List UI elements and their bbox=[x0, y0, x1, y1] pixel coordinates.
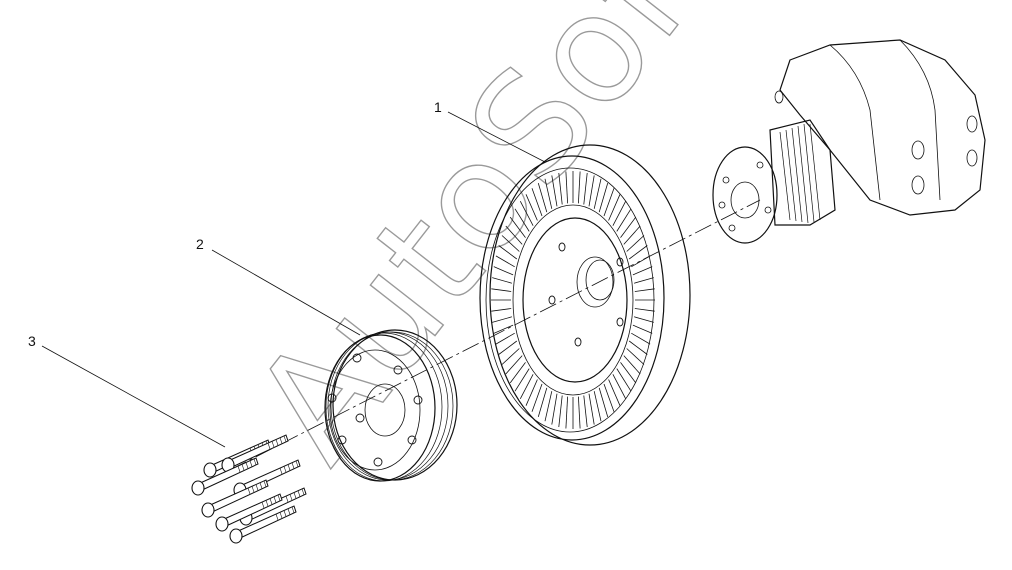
damper-fin bbox=[628, 340, 648, 355]
damper-fin bbox=[505, 355, 523, 375]
damper-fin bbox=[632, 266, 653, 276]
damper-fin bbox=[531, 383, 543, 412]
damper-fin bbox=[495, 332, 515, 345]
watermark: AutoSoft bbox=[221, 0, 756, 493]
bolt-icon bbox=[191, 434, 307, 544]
bolt bbox=[229, 505, 297, 544]
callout-label-2: 2 bbox=[196, 236, 204, 252]
damper-fin bbox=[525, 379, 538, 406]
damper-fin bbox=[537, 182, 548, 213]
damper-fin bbox=[603, 188, 615, 217]
damper-fin bbox=[593, 391, 602, 422]
damper-fin bbox=[628, 245, 648, 260]
damper-fin bbox=[603, 383, 615, 412]
damper-fin bbox=[583, 172, 588, 205]
damper-fin bbox=[491, 288, 512, 292]
damper-fin bbox=[537, 387, 548, 418]
damper-fin bbox=[514, 208, 530, 232]
damper-fin bbox=[495, 255, 515, 268]
damper-fin bbox=[492, 316, 513, 323]
damper-fin bbox=[519, 201, 534, 226]
damper-fin bbox=[551, 393, 558, 425]
damper-fin bbox=[620, 362, 637, 384]
damper-fin bbox=[593, 178, 602, 209]
damper-fin bbox=[626, 348, 645, 365]
crankshaft-pulley-damper-icon bbox=[479, 144, 691, 446]
damper-fin bbox=[612, 201, 627, 226]
bolt bbox=[191, 457, 259, 496]
damper-fin bbox=[498, 245, 518, 260]
damper-fin bbox=[544, 391, 553, 422]
crankshaft-icon bbox=[712, 39, 986, 244]
damper-fin bbox=[531, 188, 543, 217]
damper-fin bbox=[493, 324, 514, 334]
damper-fin bbox=[514, 368, 530, 392]
damper-fin bbox=[565, 396, 568, 429]
damper-fin bbox=[491, 308, 512, 312]
belt-pulley-icon bbox=[324, 329, 458, 482]
callout-label-1: 1 bbox=[434, 99, 442, 115]
damper-fin bbox=[633, 316, 654, 323]
damper-fin bbox=[492, 277, 513, 284]
damper-fin bbox=[598, 387, 609, 418]
damper-fin bbox=[588, 393, 595, 425]
watermark-text: AutoSoft bbox=[221, 0, 755, 492]
damper-fin bbox=[544, 178, 553, 209]
damper-fin bbox=[565, 171, 568, 204]
damper-fin bbox=[525, 194, 538, 221]
damper-fin bbox=[634, 308, 655, 312]
damper-fin bbox=[598, 182, 609, 213]
damper-fin bbox=[509, 216, 526, 238]
center-axis bbox=[229, 199, 761, 471]
callout-2: 2 bbox=[196, 236, 361, 336]
damper-fin bbox=[634, 288, 655, 292]
damper-fin bbox=[623, 225, 641, 245]
callout-3: 3 bbox=[28, 333, 226, 448]
damper-fin bbox=[588, 175, 595, 207]
damper-fin bbox=[616, 208, 632, 232]
damper-fin bbox=[631, 255, 651, 268]
damper-fin bbox=[578, 171, 581, 204]
damper-fin bbox=[608, 379, 621, 406]
damper-fin bbox=[498, 340, 518, 355]
damper-fin bbox=[583, 395, 588, 428]
damper-fin bbox=[493, 266, 514, 276]
damper-fin bbox=[612, 374, 627, 399]
damper-fin bbox=[558, 172, 563, 205]
callout-label-3: 3 bbox=[28, 333, 36, 349]
callout-1: 1 bbox=[434, 99, 546, 163]
damper-fin bbox=[505, 225, 523, 245]
damper-fin bbox=[558, 395, 563, 428]
damper-fin bbox=[620, 216, 637, 238]
damper-fin bbox=[623, 355, 641, 375]
damper-fin bbox=[633, 277, 654, 284]
damper-fin bbox=[608, 194, 621, 221]
damper-fin bbox=[616, 368, 632, 392]
bolt bbox=[215, 493, 283, 532]
damper-fin bbox=[626, 235, 645, 252]
damper-fin bbox=[631, 332, 651, 345]
damper-fin bbox=[501, 348, 520, 365]
damper-fin bbox=[632, 324, 653, 334]
damper-fin bbox=[519, 374, 534, 399]
damper-fin bbox=[578, 396, 581, 429]
damper-fin bbox=[551, 175, 558, 207]
bolt bbox=[221, 434, 289, 473]
damper-fin bbox=[509, 362, 526, 384]
damper-fin bbox=[501, 235, 520, 252]
bolt bbox=[201, 479, 269, 518]
